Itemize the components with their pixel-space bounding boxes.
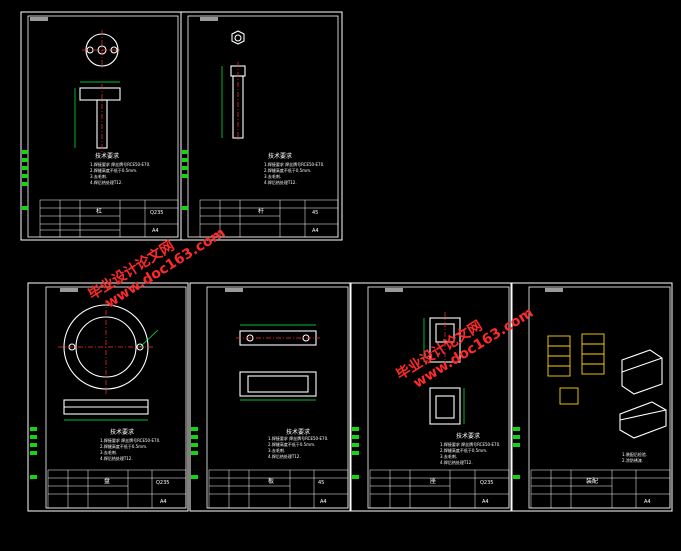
title-block-1: 杠 Q235 A4 — [39, 199, 179, 238]
svg-text:技术要求: 技术要求 — [110, 428, 134, 436]
svg-text:座: 座 — [430, 477, 436, 485]
svg-text:Q235: Q235 — [150, 210, 163, 216]
svg-text:A4: A4 — [482, 499, 489, 505]
svg-text:A4: A4 — [312, 228, 319, 234]
svg-text:技术要求: 技术要求 — [95, 152, 119, 160]
svg-text:1.焊接要求 焊丝牌号RCE50-E70.: 1.焊接要求 焊丝牌号RCE50-E70. — [100, 437, 160, 443]
svg-text:杠: 杠 — [96, 207, 102, 215]
svg-text:1.焊接要求 焊丝牌号RCE50-E70.: 1.焊接要求 焊丝牌号RCE50-E70. — [268, 435, 328, 441]
svg-text:A4: A4 — [320, 499, 327, 505]
svg-text:3.去毛刺.: 3.去毛刺. — [264, 173, 281, 179]
notes-1: 1.焊接要求 焊丝牌号RCE50-E70. 2.焊缝高度不低于0.5mm. 3.… — [90, 161, 150, 185]
svg-text:盘: 盘 — [104, 477, 110, 485]
notes-2: 1.焊接要求 焊丝牌号RCE50-E70. 2.焊缝高度不低于0.5mm. 3.… — [264, 161, 324, 185]
svg-text:2.焊缝高度不低于0.5mm.: 2.焊缝高度不低于0.5mm. — [100, 443, 147, 449]
svg-text:A4: A4 — [152, 228, 159, 234]
svg-text:Q235: Q235 — [480, 480, 493, 486]
plate-drawing — [236, 324, 320, 401]
title-block-2: 杆 45 A4 — [199, 199, 339, 238]
svg-text:技术要求: 技术要求 — [456, 432, 480, 440]
svg-text:技术要求: 技术要求 — [286, 428, 310, 436]
watermark-2: 毕业设计论文网 www.doc163.com — [393, 305, 536, 392]
svg-text:2.焊缝高度不低于0.5mm.: 2.焊缝高度不低于0.5mm. — [90, 167, 137, 173]
svg-text:2.焊缝高度不低于0.5mm.: 2.焊缝高度不低于0.5mm. — [268, 441, 315, 447]
svg-text:Q235: Q235 — [156, 480, 169, 486]
svg-text:2.焊缝高度不低于0.5mm.: 2.焊缝高度不低于0.5mm. — [440, 447, 487, 453]
svg-text:装配: 装配 — [586, 477, 598, 485]
title-block-4: 板 45 A4 — [208, 469, 349, 509]
svg-text:4.焊后热处理T12.: 4.焊后热处理T12. — [264, 179, 297, 185]
svg-text:3.去毛刺.: 3.去毛刺. — [268, 447, 285, 453]
title-block-6: 装配 A4 — [530, 469, 671, 509]
drawing-sheet-3: 技术要求 1.焊接要求 焊丝牌号RCE50-E70. 2.焊缝高度不低于0.5m… — [27, 282, 189, 512]
svg-text:1.焊接要求 焊丝牌号RCE50-E70.: 1.焊接要求 焊丝牌号RCE50-E70. — [90, 161, 150, 167]
assembly-drawing — [547, 333, 667, 439]
notes-6: 1.装配后检验. 2.涂防锈漆. — [622, 451, 647, 463]
svg-text:4.焊后热处理T12.: 4.焊后热处理T12. — [100, 455, 133, 461]
shaft-drawing — [74, 30, 122, 152]
svg-text:1.焊接要求 焊丝牌号RCE50-E70.: 1.焊接要求 焊丝牌号RCE50-E70. — [440, 441, 500, 447]
drawing-sheet-4: 技术要求 1.焊接要求 焊丝牌号RCE50-E70. 2.焊缝高度不低于0.5m… — [189, 282, 351, 512]
title-block-3: 盘 Q235 A4 — [47, 469, 187, 509]
svg-text:4.焊后热处理T12.: 4.焊后热处理T12. — [268, 453, 301, 459]
svg-text:3.去毛刺.: 3.去毛刺. — [90, 173, 107, 179]
svg-text:技术要求: 技术要求 — [268, 152, 292, 160]
drawing-sheet-5: 技术要求 1.焊接要求 焊丝牌号RCE50-E70. 2.焊缝高度不低于0.5m… — [350, 282, 512, 512]
svg-text:板: 板 — [268, 477, 274, 485]
svg-text:45: 45 — [312, 210, 318, 216]
svg-text:2.焊缝高度不低于0.5mm.: 2.焊缝高度不低于0.5mm. — [264, 167, 311, 173]
svg-text:45: 45 — [318, 480, 324, 486]
notes-4: 1.焊接要求 焊丝牌号RCE50-E70. 2.焊缝高度不低于0.5mm. 3.… — [268, 435, 328, 459]
bracket-drawing — [423, 312, 465, 425]
pin-drawing — [221, 30, 246, 142]
svg-text:4.焊后热处理T12.: 4.焊后热处理T12. — [440, 459, 473, 465]
notes-3: 1.焊接要求 焊丝牌号RCE50-E70. 2.焊缝高度不低于0.5mm. 3.… — [100, 437, 160, 461]
svg-text:4.焊后热处理T12.: 4.焊后热处理T12. — [90, 179, 123, 185]
svg-text:3.去毛刺.: 3.去毛刺. — [100, 449, 117, 455]
notes-5: 1.焊接要求 焊丝牌号RCE50-E70. 2.焊缝高度不低于0.5mm. 3.… — [440, 441, 500, 465]
svg-text:1.装配后检验.: 1.装配后检验. — [622, 451, 647, 457]
svg-text:2.涂防锈漆.: 2.涂防锈漆. — [622, 457, 643, 463]
drawing-sheet-6: 1.装配后检验. 2.涂防锈漆. 装配 A4 — [511, 282, 673, 512]
svg-text:A4: A4 — [160, 499, 167, 505]
svg-text:3.去毛刺.: 3.去毛刺. — [440, 453, 457, 459]
svg-text:A4: A4 — [644, 499, 651, 505]
drawing-sheet-1: 技术要求 1.焊接要求 焊丝牌号RCE50-E70. 2.焊缝高度不低于0.5m… — [20, 11, 182, 241]
drawing-sheet-2: 技术要求 1.焊接要求 焊丝牌号RCE50-E70. 2.焊缝高度不低于0.5m… — [180, 11, 343, 241]
svg-text:1.焊接要求 焊丝牌号RCE50-E70.: 1.焊接要求 焊丝牌号RCE50-E70. — [264, 161, 324, 167]
title-block-5: 座 Q235 A4 — [369, 469, 510, 509]
ring-drawing — [58, 300, 159, 421]
svg-text:杆: 杆 — [258, 207, 264, 215]
